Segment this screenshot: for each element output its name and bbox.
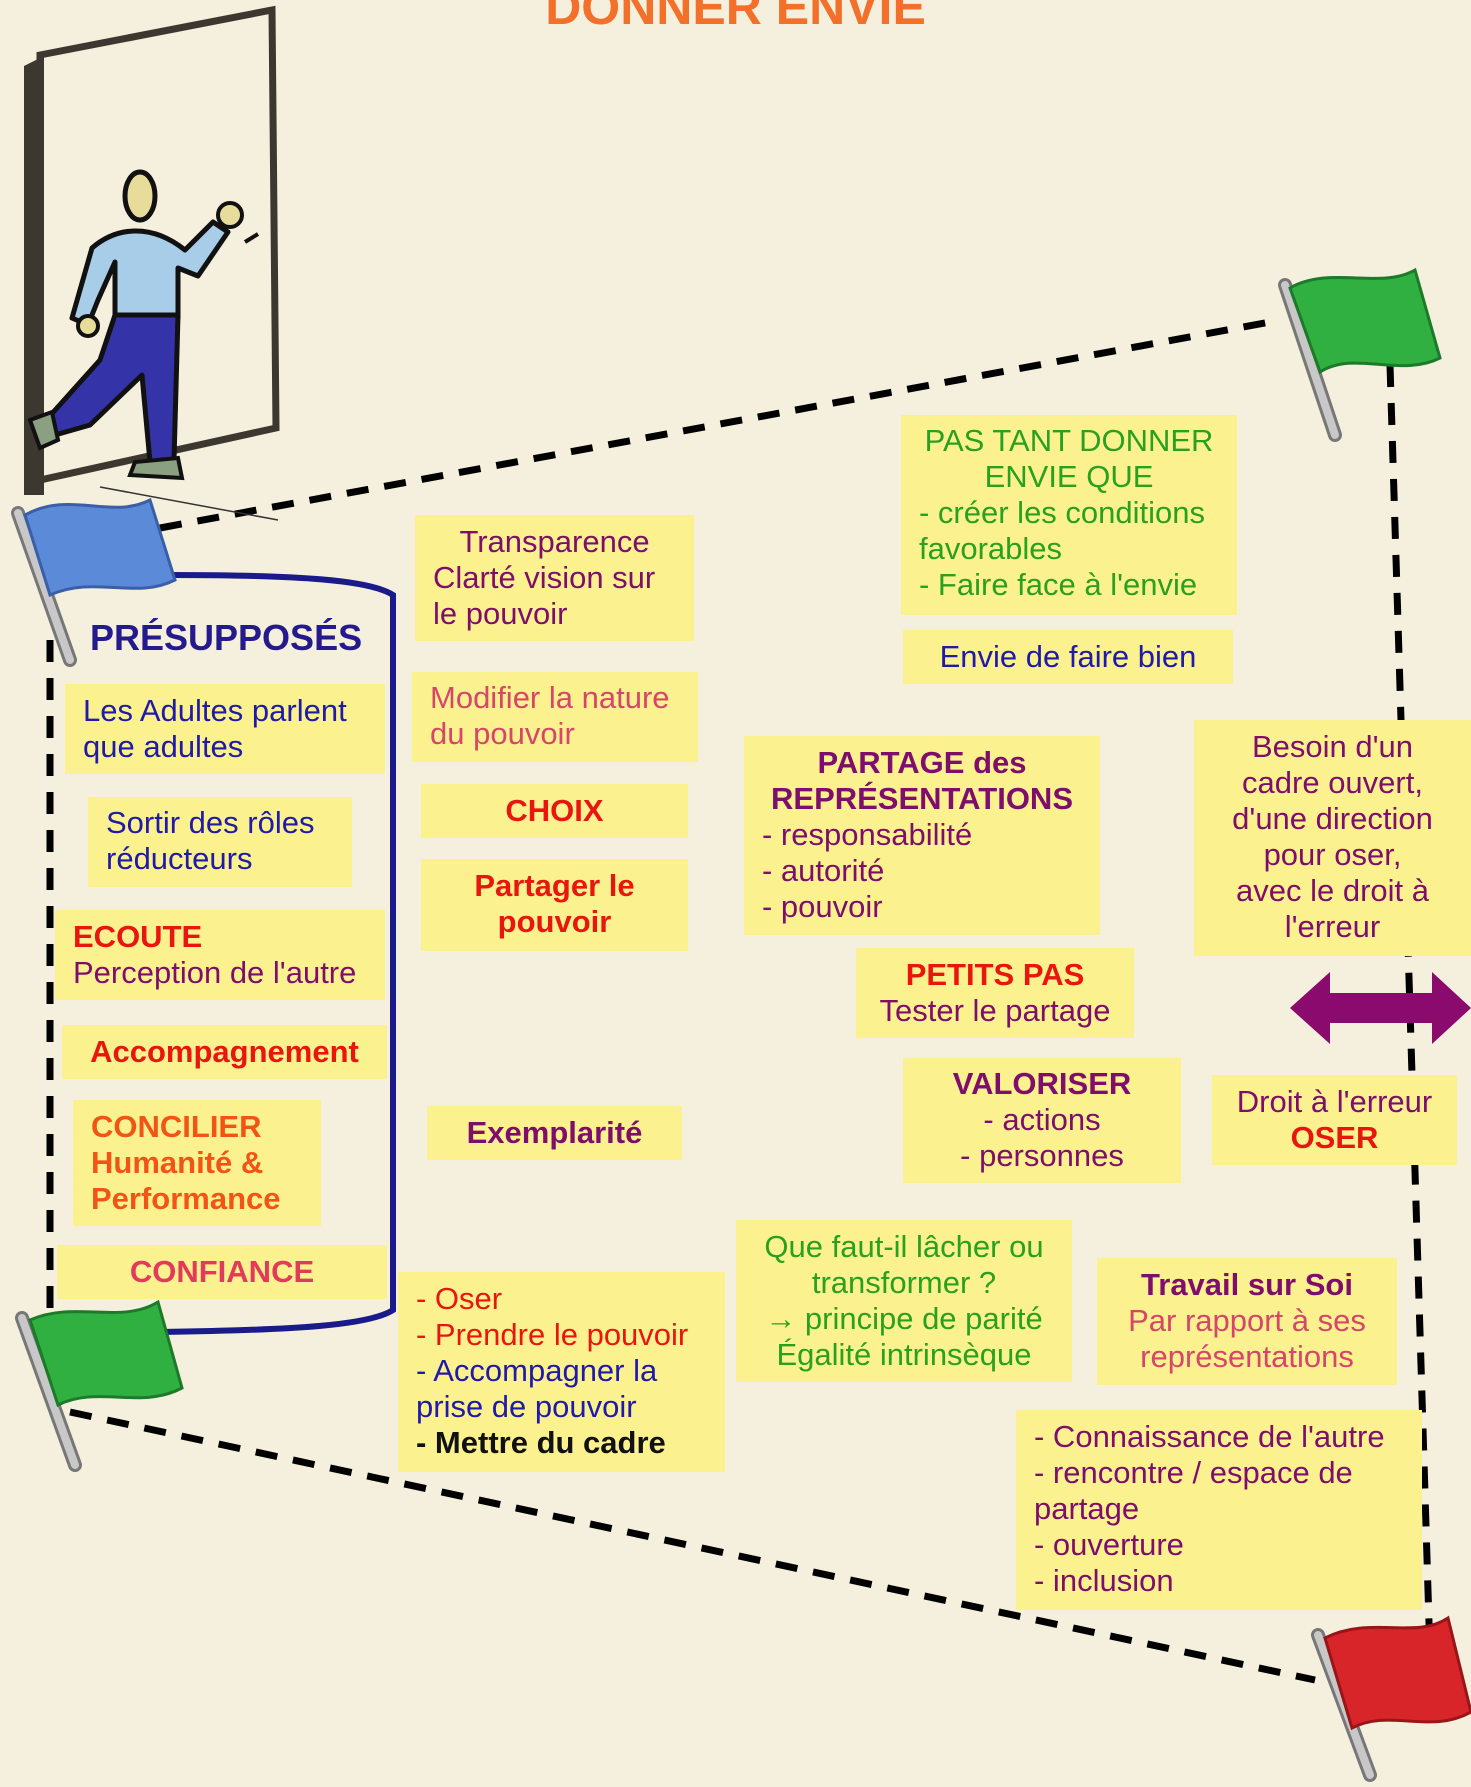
note-oser-list: - Oser - Prendre le pouvoir - Accompagne…	[398, 1272, 725, 1472]
note-envie-faire-bien: Envie de faire bien	[903, 630, 1233, 684]
note-droit-erreur: Droit à l'erreur OSER	[1212, 1075, 1457, 1165]
double-arrow-icon	[1290, 972, 1471, 1044]
note-concilier: CONCILIER Humanité & Performance	[73, 1100, 321, 1226]
note-transparence: Transparence Clarté vision sur le pouvoi…	[415, 515, 694, 641]
note-choix: CHOIX	[421, 784, 688, 838]
note-travail-soi: Travail sur Soi Par rapport à ses représ…	[1097, 1258, 1397, 1385]
green-flag-icon	[15, 1299, 184, 1472]
right-dashed-line	[1386, 364, 1434, 1656]
note-accompagnement: Accompagnement	[62, 1025, 387, 1079]
presupposes-heading: PRÉSUPPOSÉS	[90, 617, 363, 658]
green-flag-icon	[1278, 267, 1442, 442]
note-partage-representations: PARTAGE des REPRÉSENTATIONS - responsabi…	[744, 736, 1100, 935]
note-confiance: CONFIANCE	[57, 1245, 387, 1299]
note-besoin-cadre: Besoin d'un cadre ouvert, d'une directio…	[1194, 720, 1471, 956]
walking-man-door-icon	[24, 5, 280, 521]
note-ecoute: ECOUTE Perception de l'autre	[55, 910, 385, 1000]
note-adultes: Les Adultes parlent que adultes	[65, 684, 385, 774]
note-connaissance: - Connaissance de l'autre - rencontre / …	[1016, 1410, 1422, 1610]
note-modifier: Modifier la nature du pouvoir	[412, 672, 698, 762]
note-valoriser: VALORISER - actions - personnes	[903, 1058, 1181, 1183]
note-sortir: Sortir des rôles réducteurs	[88, 797, 352, 887]
note-partager: Partager le pouvoir	[421, 859, 688, 951]
presupposes-bracket	[159, 572, 396, 1335]
note-lacher: Que faut-il lâcher ou transformer ? → pr…	[736, 1220, 1072, 1382]
dashed-frame	[46, 318, 1434, 1684]
note-exemplarite: Exemplarité	[427, 1106, 682, 1160]
page-title: DONNER ENVIE	[545, 0, 926, 35]
note-pas-tant: PAS TANT DONNER ENVIE QUE - créer les co…	[901, 415, 1237, 615]
blue-flag-icon	[11, 497, 177, 667]
note-petits-pas: PETITS PAS Tester le partage	[856, 948, 1134, 1038]
red-flag-icon	[1311, 1615, 1471, 1782]
